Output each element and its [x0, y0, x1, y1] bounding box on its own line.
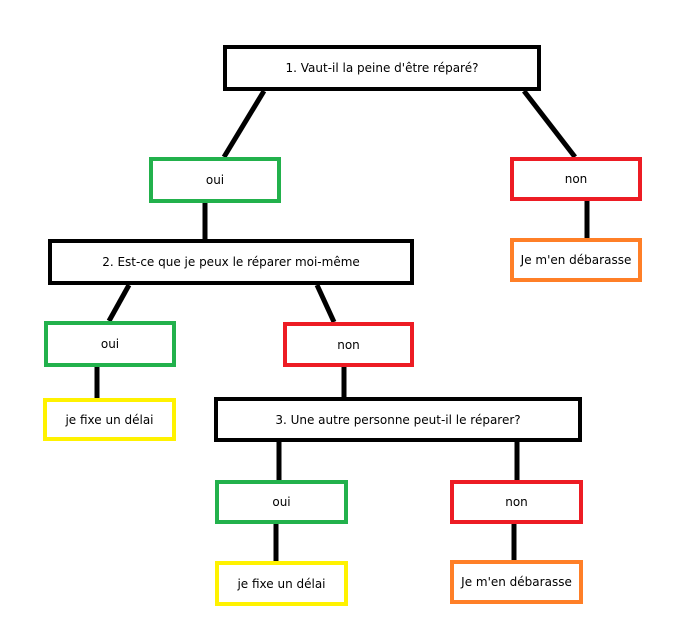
- question-3-yes-box: oui: [215, 480, 348, 524]
- edge-q2-to-q2-no: [314, 283, 337, 324]
- question-2-yes-text: oui: [100, 337, 120, 351]
- question-1-no-text: non: [564, 172, 588, 186]
- question-3-yes-result-box: je fixe un délai: [215, 561, 348, 606]
- question-2-no-text: non: [337, 337, 360, 352]
- question-3-text: 3. Une autre personne peut-il le réparer…: [275, 412, 521, 427]
- edge-q1-to-q1-no: [522, 89, 577, 159]
- question-2-yes-result-text: je fixe un délai: [65, 412, 154, 427]
- question-3-no-result-text: Je m'en débarasse: [461, 575, 572, 589]
- question-3-no-text: non: [505, 495, 528, 509]
- question-2-text: 2. Est-ce que je peux le réparer moi-mêm…: [102, 255, 360, 269]
- edge-q2-to-q2-yes: [106, 283, 132, 323]
- question-1-no-result-text: Je m'en débarasse: [520, 253, 632, 267]
- question-1-no-result-box: Je m'en débarasse: [510, 238, 642, 282]
- question-3-no-result-box: Je m'en débarasse: [450, 560, 583, 604]
- question-2-no-box: non: [283, 322, 414, 367]
- question-3-yes-text: oui: [272, 495, 291, 509]
- question-1-box: 1. Vaut-il la peine d'être réparé?: [223, 45, 541, 91]
- question-1-text: 1. Vaut-il la peine d'être réparé?: [285, 61, 479, 75]
- question-2-yes-result-box: je fixe un délai: [43, 398, 176, 441]
- question-1-yes-text: oui: [205, 173, 225, 187]
- question-1-yes-box: oui: [149, 157, 281, 203]
- question-3-yes-result-text: je fixe un délai: [237, 576, 326, 591]
- question-2-yes-box: oui: [44, 321, 176, 367]
- question-1-no-box: non: [510, 157, 642, 201]
- question-3-box: 3. Une autre personne peut-il le réparer…: [214, 397, 582, 442]
- edge-q1-to-q1-yes: [221, 89, 267, 159]
- question-3-no-box: non: [450, 480, 583, 524]
- question-2-box: 2. Est-ce que je peux le réparer moi-mêm…: [48, 239, 414, 285]
